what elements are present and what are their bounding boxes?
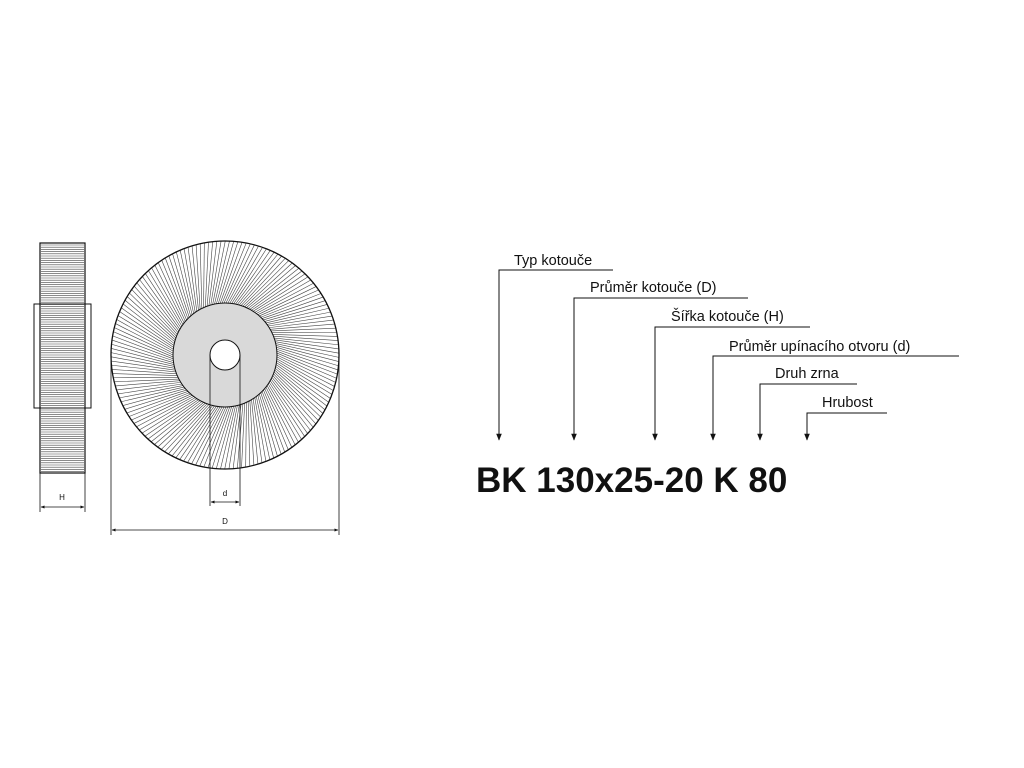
callout-label-wheel-diameter: Průměr kotouče (D): [590, 280, 717, 296]
wheel-side-view: H: [33, 242, 92, 512]
callout-label-grain-type: Druh zrna: [775, 366, 840, 382]
callout-grit-size: Hrubost: [804, 395, 887, 441]
callout-label-wheel-width: Šířka kotouče (H): [671, 308, 784, 325]
callout-bore-diameter: Průměr upínacího otvoru (d): [710, 339, 959, 441]
bore-dimension-label: d: [223, 489, 227, 498]
designation-code: BK 130x25-20 K 80: [476, 461, 787, 500]
front-view-bore: [209, 339, 241, 371]
wheel-front-view: d D: [110, 240, 340, 535]
front-view-flap-lines: [111, 241, 339, 469]
side-view-body-outline: [39, 242, 86, 474]
callout-grain-type: Druh zrna: [757, 366, 857, 441]
callout-label-wheel-type: Typ kotouče: [514, 253, 592, 269]
side-view-hub-outline: [33, 303, 92, 409]
side-view-flap-lines: [41, 244, 84, 472]
h-dimension-label: H: [59, 493, 65, 502]
callout-label-grit-size: Hrubost: [822, 395, 873, 411]
callout-label-bore-diameter: Průměr upínacího otvoru (d): [729, 339, 910, 355]
callout-wheel-width: Šířka kotouče (H): [652, 308, 810, 441]
designation-callouts: Typ kotouče Průměr kotouče (D) Šířka kot…: [476, 253, 959, 500]
callout-wheel-type: Typ kotouče: [496, 253, 613, 441]
callout-wheel-diameter: Průměr kotouče (D): [571, 280, 748, 441]
diameter-dimension-label: D: [222, 517, 228, 526]
front-view-outer-circle: [110, 240, 340, 470]
